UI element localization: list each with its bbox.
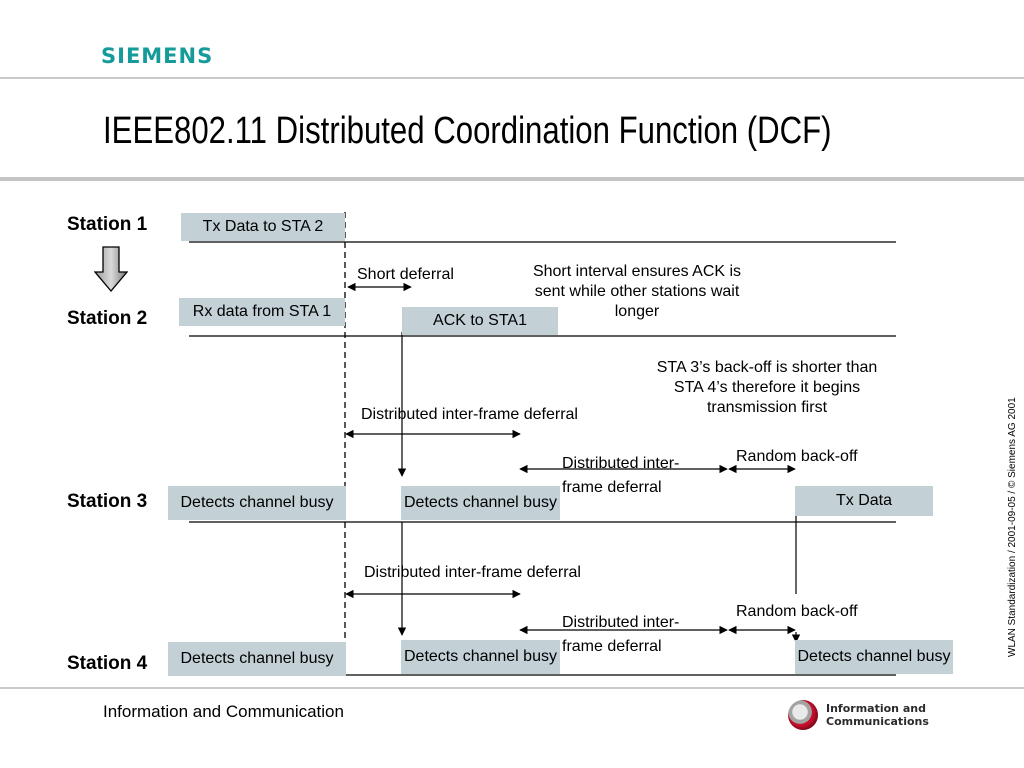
channel-busy-box: Detects channel busy	[168, 642, 346, 676]
footer-rule	[0, 687, 1024, 689]
ack-note-line: sent while other stations wait	[534, 283, 740, 300]
difs2-label-line: frame deferral	[562, 479, 662, 496]
ic-logo-line: Information and	[826, 702, 926, 715]
channel-busy-box: Detects channel busy	[168, 486, 346, 520]
station-1-label: Station 1	[67, 214, 148, 235]
arrow-down-icon	[94, 246, 128, 292]
side-copyright-note: WLAN Standardization / 2001-09-05 / © Si…	[1007, 397, 1018, 657]
difs-label: Distributed inter-frame deferral	[364, 564, 581, 581]
channel-busy-box: Detects channel busy	[795, 640, 953, 674]
ack-note-line: Short interval ensures ACK is	[532, 263, 742, 280]
ack-note-line: longer	[614, 303, 660, 320]
random-backoff-label: Random back-off	[736, 448, 858, 465]
title-rule	[0, 177, 1024, 181]
backoff-note-line: STA 3’s back-off is shorter than	[656, 359, 878, 376]
footer-text: Information and Communication	[103, 702, 344, 721]
random-backoff-label: Random back-off	[736, 603, 858, 620]
ic-logo-icon	[788, 700, 818, 730]
difs-label: Distributed inter-frame deferral	[361, 406, 578, 423]
difs2-label: Distributed inter- frame deferral	[562, 611, 679, 659]
page-title: IEEE802.11 Distributed Coordination Func…	[103, 110, 832, 152]
tx-data-box-s3: Tx Data	[795, 486, 933, 516]
ic-brand-logo: Information and Communications	[788, 700, 929, 730]
ack-box: ACK to STA1	[402, 307, 558, 335]
difs2-label-line: Distributed inter-	[562, 614, 680, 631]
difs2-label-line: Distributed inter-	[562, 455, 680, 472]
ic-logo-text: Information and Communications	[826, 702, 929, 728]
ic-logo-line: Communications	[826, 715, 929, 728]
station-2-label: Station 2	[67, 308, 148, 329]
siemens-logo: SIEMENS	[101, 44, 214, 68]
ack-note: Short interval ensures ACK is sent while…	[492, 262, 782, 322]
short-deferral-label: Short deferral	[357, 266, 454, 283]
station-4-label: Station 4	[67, 653, 148, 674]
backoff-note: STA 3’s back-off is shorter than STA 4’s…	[614, 358, 920, 418]
rx-data-box: Rx data from STA 1	[179, 298, 345, 326]
header-rule	[0, 77, 1024, 79]
difs2-label-line: frame deferral	[562, 638, 662, 655]
backoff-note-line: STA 4’s therefore it begins	[673, 379, 861, 396]
backoff-note-line: transmission first	[706, 399, 828, 416]
channel-busy-box: Detects channel busy	[401, 640, 560, 674]
tx-data-box: Tx Data to STA 2	[181, 213, 345, 241]
station-3-label: Station 3	[67, 491, 148, 512]
channel-busy-box: Detects channel busy	[401, 486, 560, 520]
difs2-label: Distributed inter- frame deferral	[562, 452, 679, 500]
